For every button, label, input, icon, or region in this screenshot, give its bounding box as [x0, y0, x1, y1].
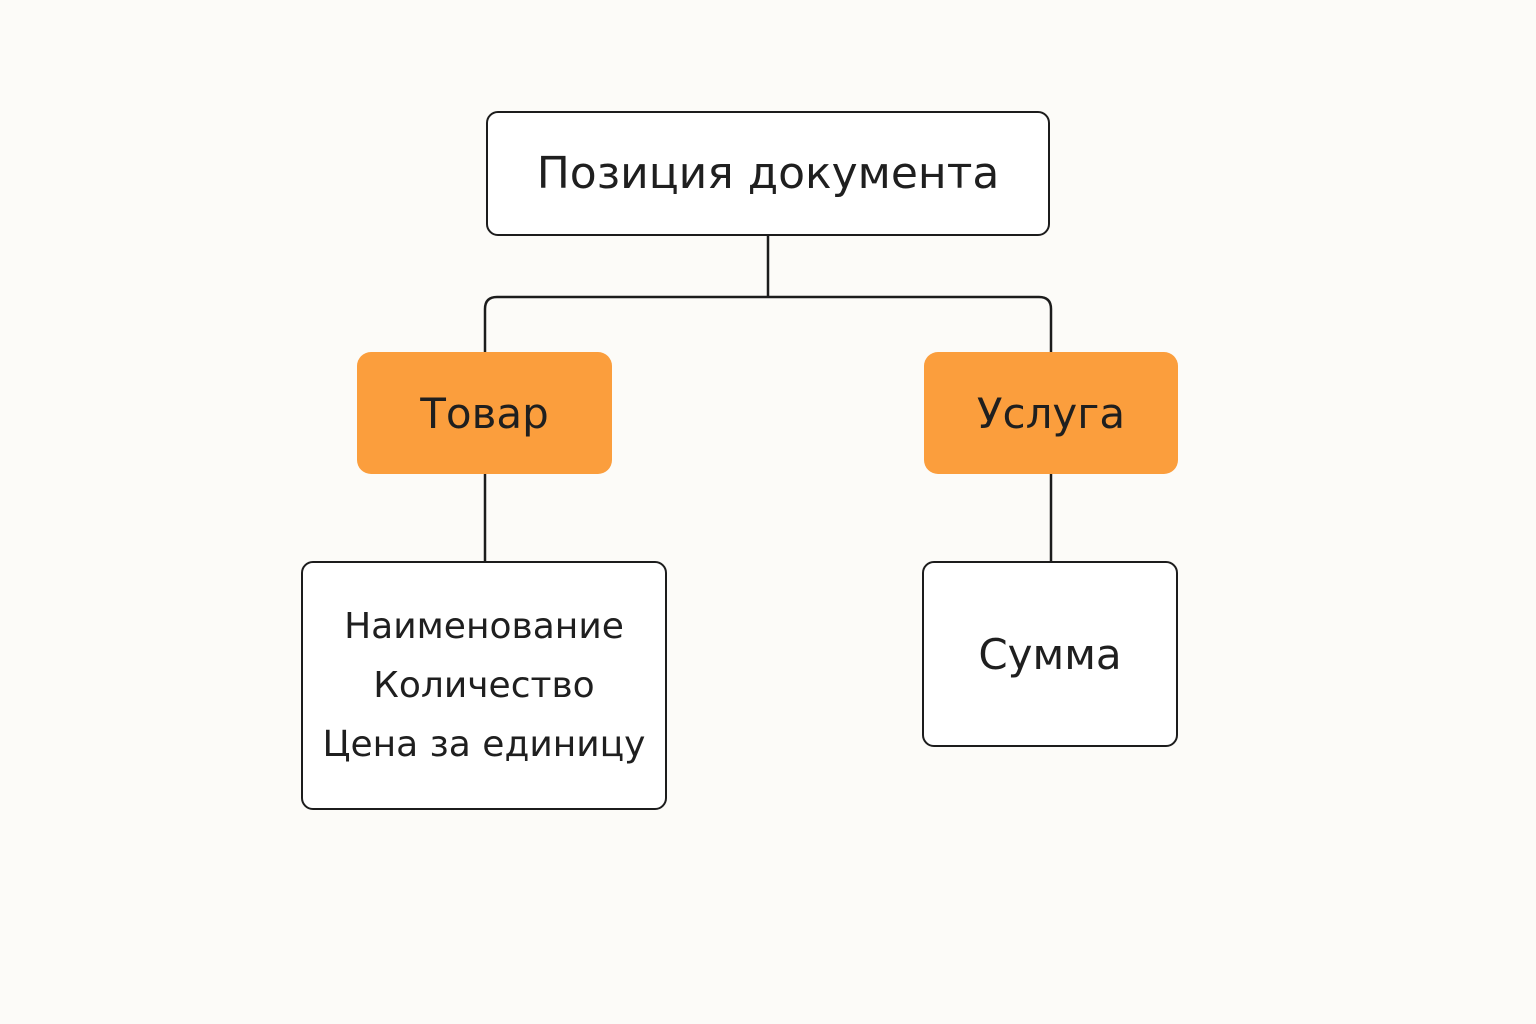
- service-fields-box: Сумма: [922, 561, 1178, 747]
- root-node-label: Позиция документа: [536, 148, 1000, 199]
- root-node-document-position: Позиция документа: [486, 111, 1050, 236]
- product-field-unit-price: Цена за единицу: [322, 724, 646, 765]
- product-node-label: Товар: [420, 388, 549, 438]
- service-node-label: Услуга: [976, 388, 1126, 438]
- product-field-quantity: Количество: [373, 665, 595, 706]
- product-fields-box: Наименование Количество Цена за единицу: [301, 561, 667, 810]
- service-field-amount: Сумма: [978, 629, 1122, 679]
- category-node-product: Товар: [357, 352, 612, 474]
- root-to-branches-connector: [483, 234, 1053, 354]
- category-node-service: Услуга: [924, 352, 1178, 474]
- product-field-name: Наименование: [344, 606, 624, 647]
